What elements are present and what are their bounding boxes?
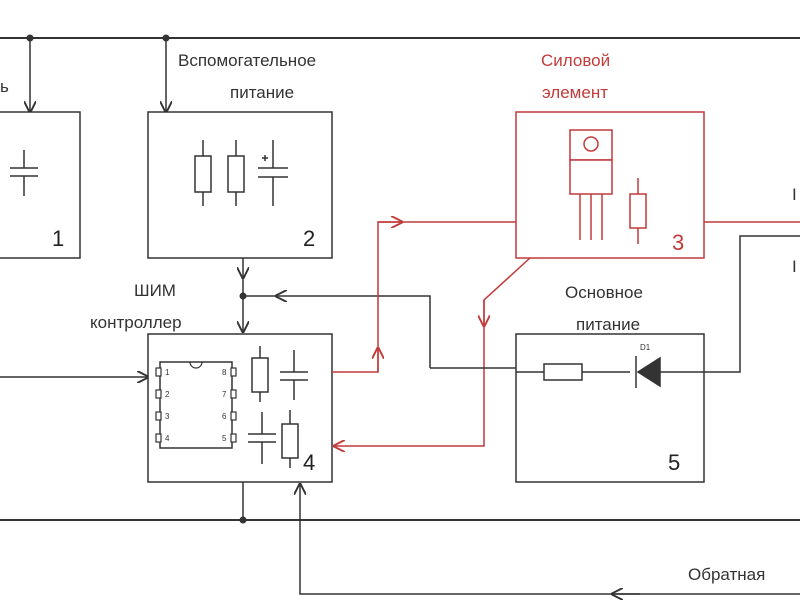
pwm-label-line1: ШИМ xyxy=(134,281,176,300)
power-element-label-line2: элемент xyxy=(542,83,608,102)
block-3: 3 xyxy=(515,111,705,259)
junction-dot xyxy=(26,34,34,42)
block-4: 1 2 3 4 8 7 6 5 xyxy=(147,333,333,483)
ic-chip-icon: 1 2 3 4 8 7 6 5 xyxy=(155,361,237,449)
aux-power-label-line1: Вспомогательное xyxy=(178,51,316,70)
diode-label: D1 xyxy=(640,343,651,352)
aux-power-label-line2: питание xyxy=(230,83,294,102)
junction-dot xyxy=(239,516,247,524)
cut-right-label-top: I xyxy=(792,185,797,204)
resistor-icon xyxy=(251,346,269,402)
resistor-icon xyxy=(194,140,212,206)
ic-pin-7: 7 xyxy=(222,390,227,399)
power-element-to-pwm-link xyxy=(334,257,531,446)
ic-pin-4: 4 xyxy=(165,434,170,443)
power-element-label-line1: Силовой xyxy=(541,51,610,70)
ic-pin-5: 5 xyxy=(222,434,227,443)
top-bus-drops xyxy=(30,38,166,112)
ic-pin-8: 8 xyxy=(222,368,227,377)
capacitor-icon xyxy=(248,412,276,464)
main-power-label-line2: питание xyxy=(576,315,640,334)
ic-pin-2: 2 xyxy=(165,390,170,399)
resistor-icon xyxy=(629,178,647,244)
main-power-label-line1: Основное xyxy=(565,283,643,302)
block-number-5: 5 xyxy=(668,450,680,475)
pwm-to-power-element-link xyxy=(332,222,516,373)
feedback-label: Обратная xyxy=(688,565,765,584)
ic-pin-3: 3 xyxy=(165,412,170,421)
resistor-icon xyxy=(281,410,299,468)
block-number-2: 2 xyxy=(303,226,315,251)
block-number-4: 4 xyxy=(303,450,315,475)
block-5: D1 5 xyxy=(515,333,705,483)
ic-pin-6: 6 xyxy=(222,412,227,421)
junction-dot xyxy=(239,292,247,300)
block-1: 1 xyxy=(0,111,81,259)
resistor-icon xyxy=(516,363,630,381)
feedback-loop xyxy=(300,484,800,594)
polar-capacitor-icon xyxy=(258,140,288,206)
block-2: 2 xyxy=(147,111,333,259)
resistor-icon xyxy=(227,140,245,206)
diode-icon xyxy=(635,356,704,388)
ic-pin-1: 1 xyxy=(165,368,170,377)
cut-right-label-mid: I xyxy=(792,257,797,276)
block-number-3: 3 xyxy=(672,230,684,255)
main-power-to-pwm-link xyxy=(246,296,431,368)
main-power-output-line xyxy=(704,235,800,373)
block-number-1: 1 xyxy=(52,226,64,251)
cut-left-label: ь xyxy=(0,77,9,96)
junction-dot xyxy=(162,34,170,42)
transistor-icon xyxy=(569,129,613,240)
pwm-label-line2: контроллер xyxy=(90,313,182,332)
capacitor-icon xyxy=(280,350,308,400)
capacitor-icon xyxy=(10,150,38,196)
frame xyxy=(0,37,800,521)
